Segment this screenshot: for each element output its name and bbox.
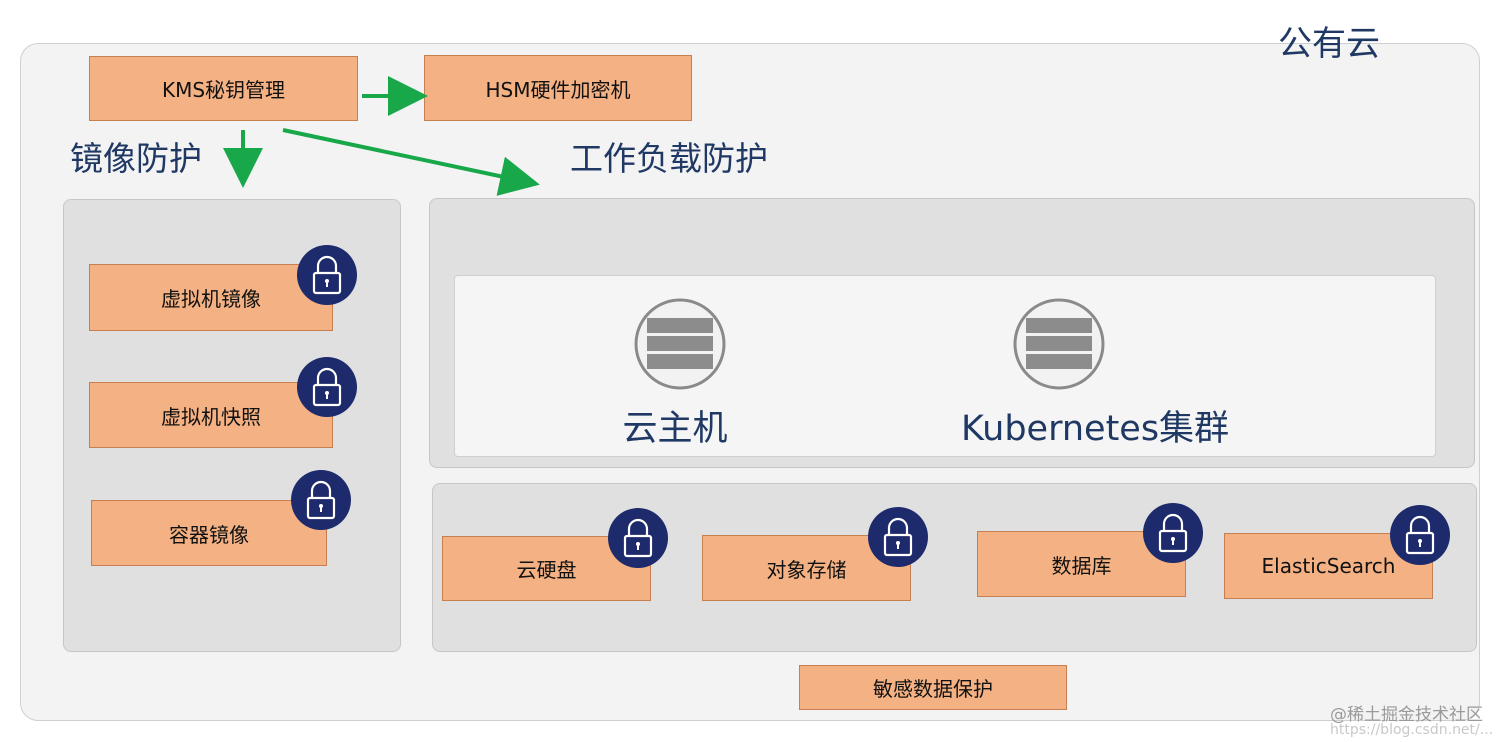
sensitive-data-protection-label: 敏感数据保护 <box>873 677 993 701</box>
hsm-box: HSM硬件加密机 <box>424 55 692 121</box>
image-item-label: 虚拟机镜像 <box>161 287 261 311</box>
lock-icon <box>1143 503 1203 563</box>
lock-icon <box>297 357 357 417</box>
watermark-url: https://blog.csdn.net/... <box>1330 722 1494 738</box>
kms-box: KMS秘钥管理 <box>89 56 358 121</box>
image-item-container-image: 容器镜像 <box>91 500 327 566</box>
workload-protection-title: 工作负载防护 <box>570 139 768 178</box>
workload-kubernetes-label: Kubernetes集群 <box>960 409 1230 449</box>
workload-inner-panel <box>454 275 1436 457</box>
workload-cloud-host-label: 云主机 <box>622 409 728 449</box>
data-store-label: ElasticSearch <box>1261 554 1396 578</box>
image-item-vm-image: 虚拟机镜像 <box>89 264 333 331</box>
image-item-label: 虚拟机快照 <box>161 404 261 429</box>
image-protection-title: 镜像防护 <box>70 139 202 178</box>
data-store-label: 数据库 <box>1051 553 1112 578</box>
kms-label: KMS秘钥管理 <box>161 78 286 102</box>
lock-icon <box>291 470 351 530</box>
public-cloud-title: 公有云 <box>1278 24 1380 64</box>
lock-icon <box>297 245 357 305</box>
data-store-label: 云硬盘 <box>516 558 577 582</box>
hsm-label: HSM硬件加密机 <box>485 77 631 102</box>
server-icon <box>1013 298 1105 390</box>
lock-icon <box>1390 505 1450 565</box>
image-item-label: 容器镜像 <box>169 522 249 547</box>
watermark: @稀土掘金技术社区 <box>1330 705 1483 725</box>
lock-icon <box>868 507 928 567</box>
arrow-kms-to-workloads <box>282 128 540 196</box>
data-store-label: 对象存储 <box>766 557 847 582</box>
sensitive-data-protection-box: 敏感数据保护 <box>799 665 1067 710</box>
image-item-vm-snapshot: 虚拟机快照 <box>89 382 333 448</box>
server-icon <box>634 298 726 390</box>
lock-icon <box>608 508 668 568</box>
